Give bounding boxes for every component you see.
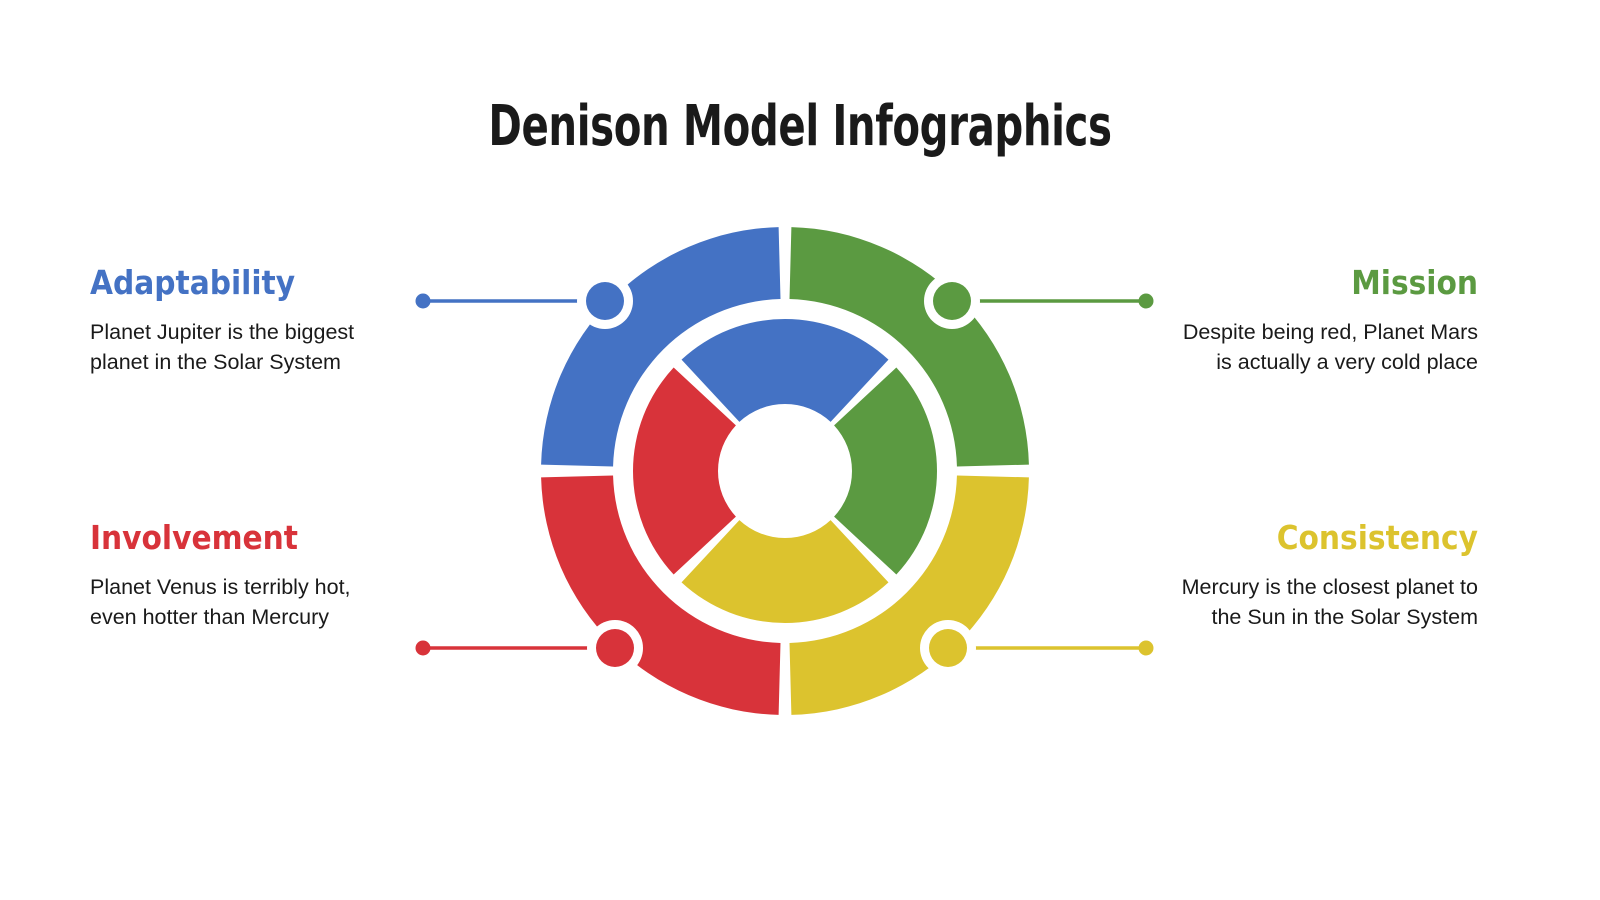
inner-segment-adaptability[interactable] — [681, 319, 889, 422]
section-consistency: Consistency Mercury is the closest plane… — [1178, 518, 1478, 633]
connector-end-dot-consistency — [1138, 640, 1154, 656]
outer-segment-involvement[interactable] — [541, 475, 781, 715]
connector-end-dot-involvement — [415, 640, 431, 656]
section-body-mission: Despite being red, Planet Mars is actual… — [1182, 319, 1478, 375]
connector-end-dot-adaptability — [415, 293, 431, 309]
section-adaptability: Adaptability Planet Jupiter is the bigge… — [90, 263, 390, 378]
page-title: Denison Model Infographics — [488, 93, 1112, 159]
connector-node-involvement[interactable] — [596, 629, 634, 667]
section-body-consistency: Mercury is the closest planet to the Sun… — [1181, 574, 1478, 630]
section-heading-consistency: Consistency — [1276, 518, 1478, 557]
inner-ring — [633, 319, 937, 623]
connector-node-consistency[interactable] — [929, 629, 967, 667]
section-involvement: Involvement Planet Venus is terribly hot… — [90, 518, 390, 633]
section-heading-mission: Mission — [1351, 263, 1478, 302]
section-body-adaptability: Planet Jupiter is the biggest planet in … — [90, 319, 355, 375]
section-heading-involvement: Involvement — [90, 518, 299, 557]
inner-segment-mission[interactable] — [834, 367, 937, 575]
connector-node-mission[interactable] — [933, 282, 971, 320]
section-body-involvement: Planet Venus is terribly hot, even hotte… — [90, 574, 351, 630]
outer-segment-consistency[interactable] — [789, 475, 1029, 715]
inner-segment-consistency[interactable] — [681, 520, 889, 623]
section-heading-adaptability: Adaptability — [90, 263, 296, 302]
outer-segment-mission[interactable] — [789, 227, 1029, 467]
section-mission: Mission Despite being red, Planet Mars i… — [1178, 263, 1478, 378]
connector-node-adaptability[interactable] — [586, 282, 624, 320]
outer-ring — [541, 227, 1029, 715]
connector-end-dot-mission — [1138, 293, 1154, 309]
outer-segment-adaptability[interactable] — [541, 227, 781, 467]
inner-segment-involvement[interactable] — [633, 367, 736, 575]
